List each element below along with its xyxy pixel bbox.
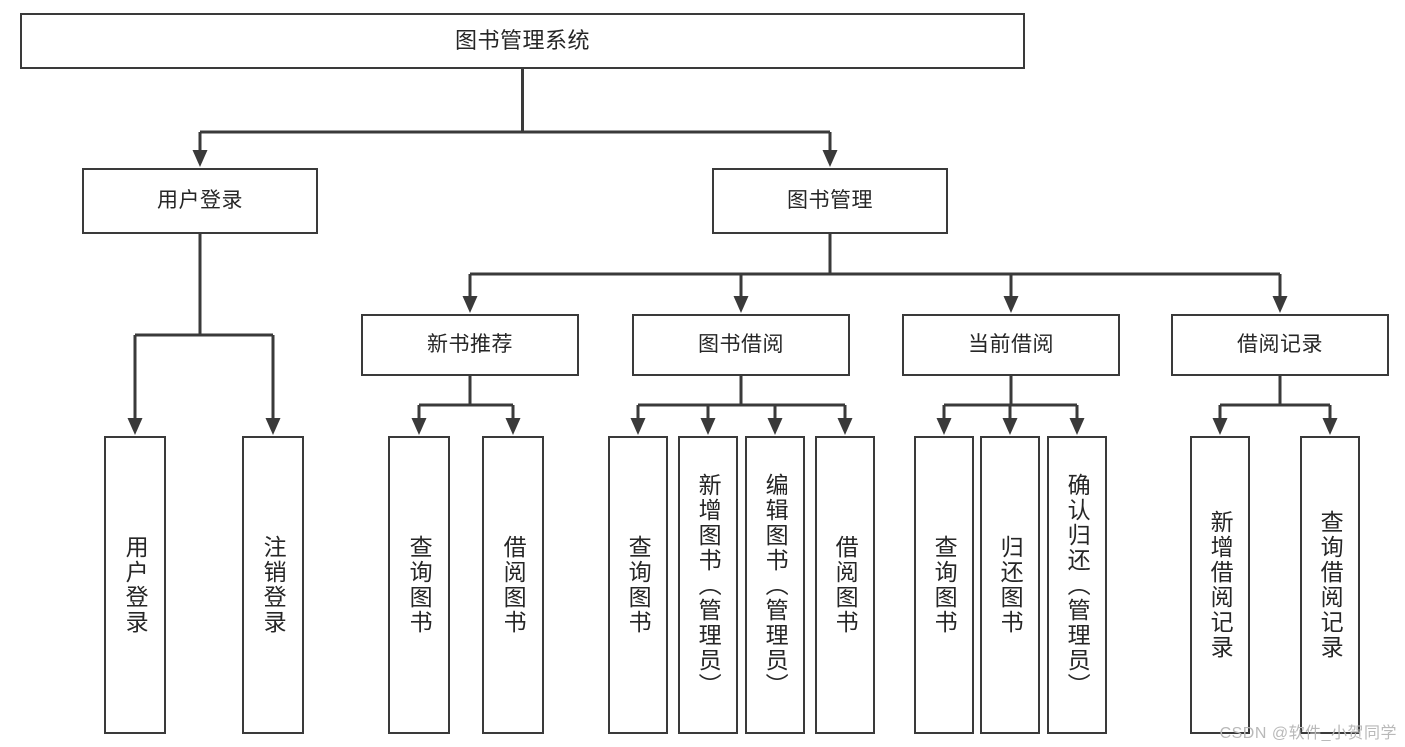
node-book-manage[interactable]: 图书管理 (712, 168, 948, 234)
node-leaf-cb-query[interactable]: 查询图书 (914, 436, 974, 734)
node-leaf-bb-add[interactable]: 新增图书（管理员） (678, 436, 738, 734)
arrowhead-icon (1212, 418, 1228, 435)
node-label: 图书管理 (787, 188, 873, 212)
arrowhead-icon (767, 418, 783, 435)
node-leaf-bb-query[interactable]: 查询图书 (608, 436, 668, 734)
node-label: 用户登录 (157, 188, 243, 212)
node-label: 用户登录 (122, 535, 149, 635)
arrowhead-icon (411, 418, 427, 435)
node-leaf-br-query[interactable]: 查询借阅记录 (1300, 436, 1360, 734)
node-label: 查询借阅记录 (1317, 510, 1344, 660)
node-root[interactable]: 图书管理系统 (20, 13, 1025, 69)
node-leaf-user-login[interactable]: 用户登录 (104, 436, 166, 734)
node-label: 新增图书（管理员） (695, 472, 722, 698)
node-current-borrow[interactable]: 当前借阅 (902, 314, 1120, 376)
node-label: 借阅图书 (500, 535, 527, 635)
arrowhead-icon (837, 418, 853, 435)
arrowhead-icon (265, 418, 281, 435)
node-label: 编辑图书（管理员） (762, 472, 789, 698)
arrowhead-icon (1069, 418, 1085, 435)
node-label: 确认归还（管理员） (1064, 472, 1091, 698)
arrowhead-icon (733, 296, 749, 313)
node-label: 新书推荐 (427, 332, 513, 356)
node-new-book-rec[interactable]: 新书推荐 (361, 314, 579, 376)
node-leaf-logout-login[interactable]: 注销登录 (242, 436, 304, 734)
node-label: 查询图书 (931, 535, 958, 635)
node-label: 图书管理系统 (454, 28, 590, 54)
node-leaf-cb-return[interactable]: 归还图书 (980, 436, 1040, 734)
node-label: 借阅图书 (832, 535, 859, 635)
node-leaf-bb-edit[interactable]: 编辑图书（管理员） (745, 436, 805, 734)
node-label: 查询图书 (625, 535, 652, 635)
node-label: 注销登录 (260, 535, 287, 635)
node-borrow-record[interactable]: 借阅记录 (1171, 314, 1389, 376)
node-leaf-cb-confirm[interactable]: 确认归还（管理员） (1047, 436, 1107, 734)
node-leaf-bb-borrow[interactable]: 借阅图书 (815, 436, 875, 734)
arrowhead-icon (1002, 418, 1018, 435)
arrowhead-icon (936, 418, 952, 435)
node-leaf-br-add[interactable]: 新增借阅记录 (1190, 436, 1250, 734)
arrowhead-icon (1272, 296, 1288, 313)
arrowhead-icon (127, 418, 143, 435)
arrowhead-icon (505, 418, 521, 435)
arrowhead-icon (630, 418, 646, 435)
node-leaf-rec-query[interactable]: 查询图书 (388, 436, 450, 734)
node-label: 图书借阅 (698, 332, 784, 356)
arrowhead-icon (1003, 296, 1019, 313)
node-label: 查询图书 (406, 535, 433, 635)
node-label: 当前借阅 (968, 332, 1054, 356)
arrowhead-icon (1322, 418, 1338, 435)
node-leaf-rec-borrow[interactable]: 借阅图书 (482, 436, 544, 734)
arrowhead-icon (192, 150, 208, 167)
node-label: 借阅记录 (1237, 332, 1323, 356)
arrowhead-icon (462, 296, 478, 313)
node-user-login[interactable]: 用户登录 (82, 168, 318, 234)
arrowhead-icon (822, 150, 838, 167)
arrowhead-icon (700, 418, 716, 435)
node-label: 新增借阅记录 (1207, 510, 1234, 660)
node-label: 归还图书 (997, 535, 1024, 635)
node-book-borrow[interactable]: 图书借阅 (632, 314, 850, 376)
